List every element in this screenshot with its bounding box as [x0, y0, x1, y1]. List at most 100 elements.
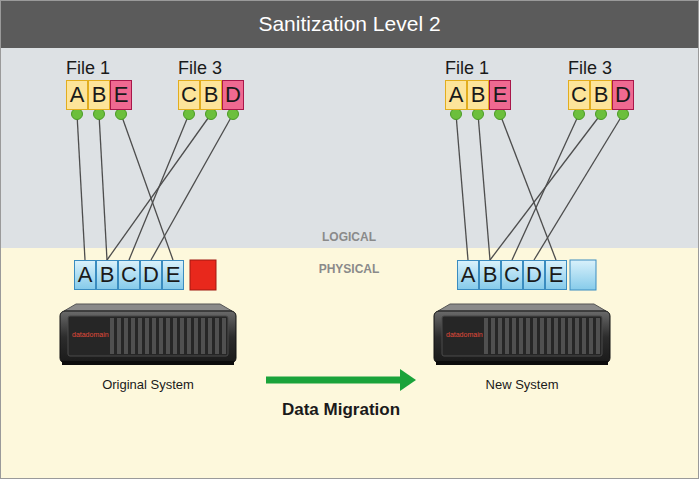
- pointer-dot: [206, 109, 217, 120]
- drive-slot: [512, 318, 516, 354]
- segment-letter: B: [204, 82, 219, 108]
- drive-slot: [187, 318, 191, 354]
- pointer-dot: [451, 109, 462, 120]
- data-segment: A: [66, 80, 88, 110]
- segment-letter: D: [526, 262, 542, 288]
- pointer-dot: [495, 109, 506, 120]
- pointer-dot: [116, 109, 127, 120]
- drive-slot: [222, 318, 226, 354]
- block-reference: [534, 114, 623, 260]
- system-name: Original System: [58, 377, 238, 392]
- migration-arrow: [266, 369, 416, 391]
- segment-letter: C: [571, 82, 587, 108]
- drive-slot: [561, 318, 565, 354]
- drive-slot: [554, 318, 558, 354]
- pointer-dot: [618, 109, 629, 120]
- segment-letter: D: [225, 82, 241, 108]
- data-segment: D: [612, 80, 634, 110]
- block-reference: [151, 114, 233, 260]
- drive-slot: [124, 318, 128, 354]
- segment-letter: E: [493, 82, 508, 108]
- data-segment: D: [523, 260, 545, 290]
- data-segment: D: [222, 80, 244, 110]
- layer-label: LOGICAL: [322, 230, 376, 244]
- data-segment: B: [200, 80, 222, 110]
- block-reference: [99, 114, 107, 260]
- file-label: File 3: [568, 58, 612, 79]
- segment-letter: B: [100, 262, 115, 288]
- segment-letter: E: [114, 82, 129, 108]
- drive-slot: [173, 318, 177, 354]
- data-segment: C: [118, 260, 140, 290]
- layer-label: PHYSICAL: [319, 262, 380, 276]
- data-segment: A: [445, 80, 467, 110]
- segment-letter: E: [166, 262, 181, 288]
- reference-line: [456, 114, 468, 260]
- data-segment: E: [110, 80, 132, 110]
- data-segment: B: [467, 80, 489, 110]
- drive-slot: [110, 318, 114, 354]
- file-label: File 1: [66, 58, 110, 79]
- drive-slot: [145, 318, 149, 354]
- data-segment: B: [479, 260, 501, 290]
- drive-slot: [568, 318, 572, 354]
- segment-letter: A: [461, 262, 476, 288]
- edge-label: Data Migration: [282, 400, 400, 420]
- reference-line: [490, 114, 601, 260]
- pointer-dot: [94, 109, 105, 120]
- drive-slot: [208, 318, 212, 354]
- reference-line: [478, 114, 490, 260]
- drive-slot: [547, 318, 551, 354]
- server-bezel: [442, 316, 602, 356]
- data-segment: B: [88, 80, 110, 110]
- brand-text: datadomain: [72, 331, 109, 338]
- drive-slot: [533, 318, 537, 354]
- drive-slot: [526, 318, 530, 354]
- drive-slot: [131, 318, 135, 354]
- server-base: [436, 361, 608, 365]
- segment-letter: D: [615, 82, 631, 108]
- data-segment: E: [545, 260, 567, 290]
- block-reference: [490, 114, 601, 260]
- drive-slot: [491, 318, 495, 354]
- pointer-dot: [596, 109, 607, 120]
- reference-line: [121, 114, 173, 260]
- segment-letter: C: [504, 262, 520, 288]
- segment-letter: C: [121, 262, 137, 288]
- block-reference: [478, 114, 490, 260]
- segment-letter: A: [70, 82, 85, 108]
- data-segment: A: [457, 260, 479, 290]
- title-bar: [0, 0, 699, 48]
- drive-slot: [138, 318, 142, 354]
- file-label: File 1: [445, 58, 489, 79]
- server-top: [438, 304, 606, 311]
- drive-slot: [117, 318, 121, 354]
- empty-block: [570, 260, 596, 290]
- reference-line: [99, 114, 107, 260]
- reference-line: [151, 114, 233, 260]
- segment-letter: D: [143, 262, 159, 288]
- segment-letter: E: [549, 262, 564, 288]
- drive-slot: [152, 318, 156, 354]
- server-top: [64, 304, 232, 311]
- brand-text: datadomain: [446, 331, 483, 338]
- drive-slot: [519, 318, 523, 354]
- title-text: Sanitization Level 2: [0, 0, 699, 48]
- arrow-shaft: [266, 377, 402, 384]
- drive-slot: [166, 318, 170, 354]
- server-body: [434, 311, 610, 363]
- segment-letter: B: [483, 262, 498, 288]
- server-body: [60, 311, 236, 363]
- drive-slot: [180, 318, 184, 354]
- block-reference: [121, 114, 173, 260]
- pointer-dot: [72, 109, 83, 120]
- pointer-dot: [184, 109, 195, 120]
- server-bezel: [68, 316, 228, 356]
- drive-slot: [505, 318, 509, 354]
- reference-line: [534, 114, 623, 260]
- data-segment: C: [568, 80, 590, 110]
- drive-slot: [589, 318, 593, 354]
- segment-letter: B: [471, 82, 486, 108]
